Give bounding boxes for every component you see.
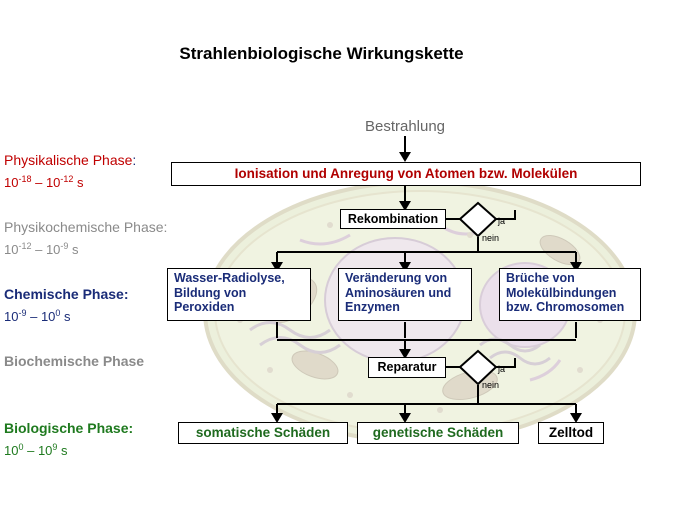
box-ionisation: Ionisation und Anregung von Atomen bzw. …	[171, 162, 641, 186]
box-reparatur: Reparatur	[368, 357, 446, 378]
decision-2-no: nein	[482, 380, 500, 390]
phase-physikalisch: Physikalische Phase: 10-18 – 10-12 s	[4, 152, 137, 190]
box-zelltod: Zelltod	[538, 422, 604, 444]
phase-time-physikalisch: 10-18 – 10-12 s	[4, 174, 84, 190]
phase-biochemisch: Biochemische Phase	[4, 353, 145, 369]
phase-chemisch: Chemische Phase: 10-9 – 100 s	[4, 286, 129, 324]
phase-time-biologisch: 100 – 109 s	[4, 442, 68, 458]
decision-1-no: nein	[482, 233, 500, 243]
phase-time-chemisch: 10-9 – 100 s	[4, 308, 71, 324]
bestrahlung-label: Bestrahlung	[364, 118, 446, 135]
phase-physikochemisch: Physikochemische Phase: 10-12 – 10-9 s	[4, 219, 168, 257]
diagram-title: Strahlenbiologische Wirkungskette	[179, 44, 464, 63]
box-rekombination: Rekombination	[340, 209, 446, 229]
decision-1-yes: ja	[498, 216, 506, 226]
phase-time-physikochemisch: 10-12 – 10-9 s	[4, 241, 79, 257]
decision-diamond-2	[458, 349, 498, 386]
phase-biologisch: Biologische Phase: 100 – 109 s	[4, 420, 134, 458]
box-somatische-schaeden: somatische Schäden	[178, 422, 348, 444]
box-genetische-schaeden: genetische Schäden	[357, 422, 519, 444]
decision-diamond-1	[458, 201, 498, 238]
decision-2-yes: ja	[498, 364, 506, 374]
